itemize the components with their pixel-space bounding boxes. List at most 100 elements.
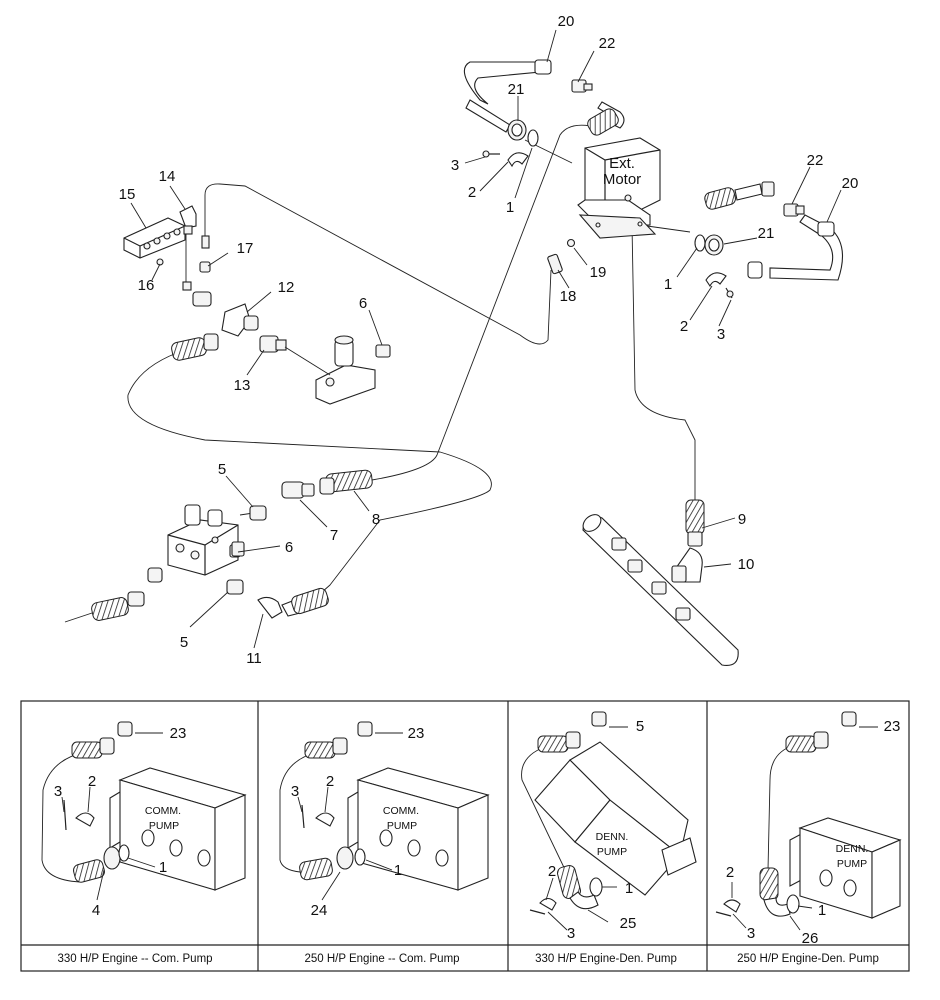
callout-26: 26 [802, 930, 819, 947]
callout-2-p2: 2 [326, 773, 334, 790]
hose-fitting-8 [319, 477, 335, 495]
callout-13: 13 [234, 377, 251, 394]
callout-7: 7 [330, 527, 338, 544]
callout-12: 12 [278, 279, 295, 296]
callout-3-p2: 3 [291, 783, 299, 800]
callout-20-right: 20 [842, 175, 859, 192]
denn-pump-label-line1-p3: DENN. [596, 831, 629, 843]
callout-4: 4 [92, 902, 100, 919]
upper-hose-loop [463, 59, 625, 168]
callout-5-p3: 5 [636, 718, 644, 735]
panels-frame [20, 700, 910, 972]
callout-1-p2: 1 [394, 862, 402, 879]
callout-1-right: 1 [664, 276, 672, 293]
callout-9: 9 [738, 511, 746, 528]
callout-1-p1: 1 [159, 859, 167, 876]
hose-fitting-left-upper [203, 333, 219, 351]
panel-caption-2: 250 H/P Engine -- Com. Pump [304, 953, 459, 965]
panel-caption-3: 330 H/P Engine-Den. Pump [535, 953, 677, 965]
clamp-right [705, 272, 734, 299]
hose-end-9 [685, 499, 705, 535]
inlet-hose-lower [91, 567, 163, 621]
panel-330-den-pump: DENN. PUMP 5 1 2 3 25 330 H/P Engine-Den… [521, 711, 697, 965]
fittings-18-19 [547, 238, 576, 275]
callout-1-upper: 1 [506, 199, 514, 216]
callout-3-upper: 3 [451, 157, 459, 174]
valve-block-lower [167, 504, 241, 576]
comm-pump-label-line1-p2: COMM. [383, 805, 419, 817]
motor-label-line1: Ext. [609, 155, 635, 172]
callout-18: 18 [560, 288, 577, 305]
ext-motor: Ext. Motor [577, 137, 661, 239]
comm-pump-label-line1-p1: COMM. [145, 805, 181, 817]
manifold-tube [582, 499, 739, 666]
callout-22-upper: 22 [599, 35, 616, 52]
callout-2-p3: 2 [548, 863, 556, 880]
adapter-7 [281, 481, 315, 499]
callout-11: 11 [246, 650, 262, 667]
fitting-22-upper [571, 79, 593, 93]
fitting-5-upper [249, 505, 267, 521]
leader-lines [130, 29, 842, 649]
callout-23-p4: 23 [884, 718, 901, 735]
callout-19: 19 [590, 264, 607, 281]
callout-17: 17 [237, 240, 254, 257]
panel-330-com-pump: COMM. PUMP 23 2 3 1 4 330 H/P Engine -- … [41, 721, 247, 965]
callout-6-lower: 6 [285, 539, 293, 556]
fitting-21-right [704, 234, 724, 256]
fitting-6-lower [231, 541, 245, 557]
hose-end-left-upper [171, 337, 207, 361]
callout-24: 24 [311, 902, 328, 919]
callout-5-upper: 5 [218, 461, 226, 478]
callout-20-upper: 20 [558, 13, 575, 30]
callout-22-right: 22 [807, 152, 824, 169]
callout-10: 10 [738, 556, 755, 573]
relief-valve-upper [284, 335, 391, 405]
callout-3-p1: 3 [54, 783, 62, 800]
callout-2-p4: 2 [726, 864, 734, 881]
callout-23-p1: 23 [170, 725, 187, 742]
panel-caption-4: 250 H/P Engine-Den. Pump [737, 953, 879, 965]
callout-23-p2: 23 [408, 725, 425, 742]
denn-pump-label-line2-p3: PUMP [597, 846, 627, 858]
callout-14: 14 [159, 168, 176, 185]
right-hose-loop [694, 181, 844, 299]
callout-5-lower: 5 [180, 634, 188, 651]
motor-label-line2: Motor [603, 171, 641, 188]
callout-3-p3: 3 [567, 925, 575, 942]
fitting-22-right [783, 203, 805, 217]
callout-1-p3: 1 [625, 880, 633, 897]
callout-6-upper: 6 [359, 295, 367, 312]
callout-15: 15 [119, 186, 136, 203]
callout-2-p1: 2 [88, 773, 96, 790]
comm-pump-label-line2-p1: PUMP [149, 820, 179, 832]
tee-12 [192, 291, 259, 337]
panel-250-com-pump: COMM. PUMP 23 2 3 1 24 250 H/P Engine --… [279, 721, 490, 965]
tee-17 [182, 234, 211, 291]
swivel-11 [257, 587, 329, 619]
callout-16: 16 [138, 277, 155, 294]
clamp-upper [482, 150, 529, 168]
elbow-14 [179, 205, 197, 235]
callout-8: 8 [372, 511, 380, 528]
panel-250-den-pump: DENN. PUMP 23 1 2 3 26 250 H/P Engine-De… [715, 711, 902, 965]
valve-block-15 [123, 217, 186, 259]
callout-3-right: 3 [717, 326, 725, 343]
callout-25: 25 [620, 915, 637, 932]
panel-caption-1: 330 H/P Engine -- Com. Pump [57, 953, 212, 965]
o-ring-upper [527, 129, 539, 147]
callout-numbers-top: 20 22 21 3 2 1 22 20 21 1 2 3 19 18 14 1… [119, 13, 859, 667]
fitting-13 [259, 335, 287, 353]
denn-pump-label-line2-p4: PUMP [837, 858, 867, 870]
callout-2-upper: 2 [468, 184, 476, 201]
callout-2-right: 2 [680, 318, 688, 335]
pump-variant-panels: COMM. PUMP 23 2 3 1 4 330 H/P Engine -- … [20, 700, 910, 972]
fitting-5-lower [226, 579, 244, 595]
callout-21-right: 21 [758, 225, 775, 242]
denn-pump-label-line1-p4: DENN. [836, 843, 869, 855]
callout-3-p4: 3 [747, 925, 755, 942]
comm-pump-label-line2-p2: PUMP [387, 820, 417, 832]
callout-21-upper: 21 [508, 81, 525, 98]
fitting-21-upper [507, 119, 527, 141]
